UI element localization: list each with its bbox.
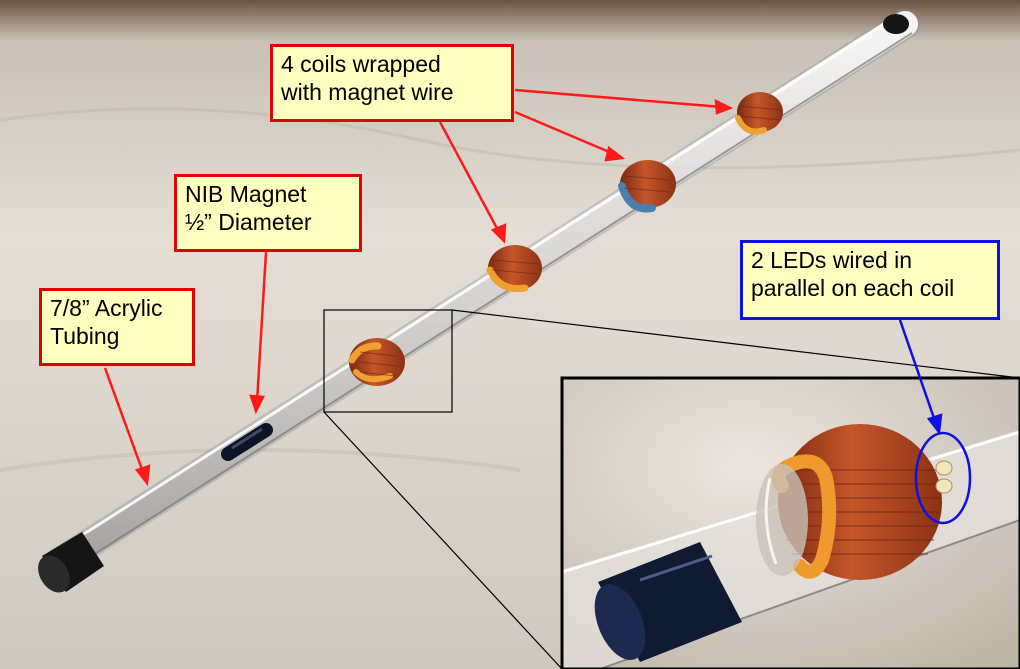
callout-line: 2 LEDs wired in [751, 247, 913, 273]
closeup-leds [935, 460, 953, 494]
callout-line: NIB Magnet [185, 181, 307, 207]
coils-callout: 4 coils wrapped with magnet wire [270, 44, 514, 122]
closeup-coil [756, 424, 942, 580]
led-callout-arrow [898, 319, 943, 436]
coil-1 [348, 338, 405, 386]
coil-2 [486, 245, 542, 293]
zoom-connector-line [451, 309, 1020, 379]
closeup-inset [560, 376, 1020, 669]
tubing-callout: 7/8” Acrylic Tubing [39, 288, 195, 366]
callout-line: 7/8” Acrylic [50, 295, 163, 321]
magnet-callout: NIB Magnet ½” Diameter [174, 174, 362, 252]
coil-4 [735, 92, 783, 135]
zoom-region-box [323, 309, 453, 413]
tube-end-cap-bottom [38, 532, 104, 593]
callout-line: with magnet wire [281, 79, 454, 105]
tube-end-cap-top [883, 14, 909, 34]
callout-arrows [103, 88, 734, 487]
zoom-connector-line [323, 411, 563, 669]
callout-line: 4 coils wrapped [281, 51, 441, 77]
leds-callout: 2 LEDs wired in parallel on each coil [740, 240, 1000, 320]
coil-3 [618, 160, 676, 213]
callout-line: Tubing [50, 323, 120, 349]
cloth-wrinkle [0, 107, 1020, 170]
nib-magnet [221, 423, 273, 461]
closeup-magnet [594, 542, 742, 662]
callout-line: ½” Diameter [185, 209, 312, 235]
led-highlight-circle [914, 431, 972, 525]
callout-line: parallel on each coil [751, 275, 955, 301]
